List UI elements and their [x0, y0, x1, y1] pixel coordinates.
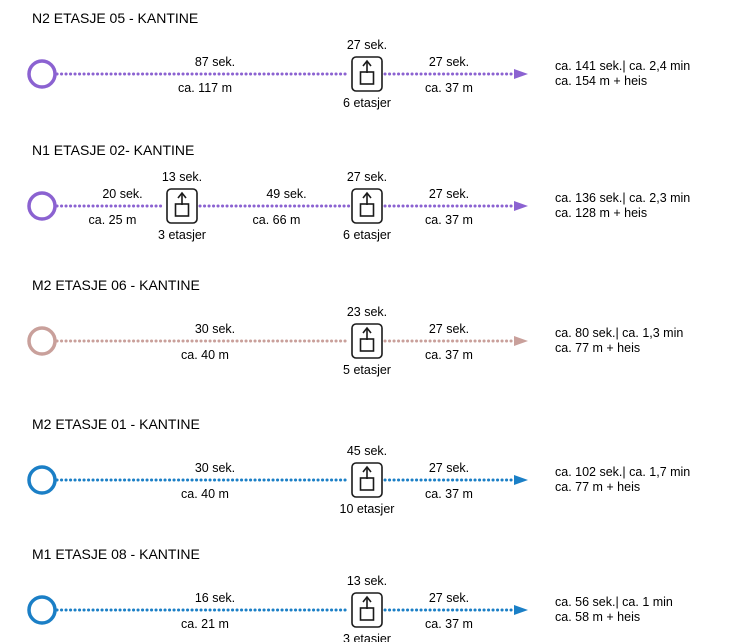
- segment-distance-label: ca. 40 m: [181, 487, 229, 501]
- segment-time-label: 27 sek.: [429, 591, 469, 605]
- segment-time-label: 30 sek.: [195, 322, 235, 336]
- segment-distance-label: ca. 37 m: [425, 81, 473, 95]
- summary-time-label: ca. 102 sek.| ca. 1,7 min: [555, 465, 690, 479]
- route-title: N1 ETASJE 02- KANTINE: [32, 142, 194, 158]
- elevator-up-icon: [351, 188, 383, 224]
- elevator-time-label: 27 sek.: [347, 170, 387, 184]
- segment-time-label: 27 sek.: [429, 55, 469, 69]
- start-circle-icon: [27, 465, 57, 495]
- arrow-head-icon: [514, 201, 528, 211]
- start-circle-icon: [27, 191, 57, 221]
- elevator-floors-label: 6 etasjer: [343, 96, 391, 110]
- elevator-up-icon: [351, 592, 383, 628]
- arrow-head-icon: [514, 605, 528, 615]
- elevator-floors-label: 6 etasjer: [343, 228, 391, 242]
- elevator-floors-label: 10 etasjer: [340, 502, 395, 516]
- segment-distance-label: ca. 37 m: [425, 617, 473, 631]
- start-circle-icon: [27, 59, 57, 89]
- route-title: N2 ETASJE 05 - KANTINE: [32, 10, 198, 26]
- route-row: N2 ETASJE 05 - KANTINE 87 sek. ca. 117 m 27…: [27, 10, 690, 110]
- route-row: N1 ETASJE 02- KANTINE 20 sek. ca. 25 m 49 s…: [27, 142, 690, 242]
- summary-time-label: ca. 136 sek.| ca. 2,3 min: [555, 191, 690, 205]
- route-title: M2 ETASJE 01 - KANTINE: [32, 416, 200, 432]
- elevator-up-icon: [351, 56, 383, 92]
- route-row: M2 ETASJE 01 - KANTINE 30 sek. ca. 40 m 27 …: [27, 416, 690, 516]
- route-title: M1 ETASJE 08 - KANTINE: [32, 546, 200, 562]
- start-circle-icon: [27, 595, 57, 625]
- segment-distance-label: ca. 117 m: [178, 81, 232, 95]
- segment-distance-label: ca. 40 m: [181, 348, 229, 362]
- segment-time-label: 30 sek.: [195, 461, 235, 475]
- segment-distance-label: ca. 21 m: [181, 617, 229, 631]
- segment-time-label: 27 sek.: [429, 461, 469, 475]
- elevator-floors-label: 3 etasjer: [343, 632, 391, 642]
- segment-time-label: 16 sek.: [195, 591, 235, 605]
- arrow-head-icon: [514, 69, 528, 79]
- summary-distance-label: ca. 58 m + heis: [555, 610, 640, 624]
- start-circle-icon: [27, 326, 57, 356]
- segment-time-label: 49 sek.: [266, 187, 306, 201]
- segment-distance-label: ca. 37 m: [425, 348, 473, 362]
- elevator-floors-label: 3 etasjer: [158, 228, 206, 242]
- segment-time-label: 27 sek.: [429, 187, 469, 201]
- segment-time-label: 87 sek.: [195, 55, 235, 69]
- route-title: M2 ETASJE 06 - KANTINE: [32, 277, 200, 293]
- segment-distance-label: ca. 66 m: [253, 213, 301, 227]
- summary-distance-label: ca. 128 m + heis: [555, 206, 647, 220]
- route-row: M2 ETASJE 06 - KANTINE 30 sek. ca. 40 m 27 …: [27, 277, 683, 377]
- elevator-time-label: 13 sek.: [162, 170, 202, 184]
- route-row: M1 ETASJE 08 - KANTINE 16 sek. ca. 21 m 27 …: [27, 546, 673, 642]
- segment-distance-label: ca. 25 m: [89, 213, 137, 227]
- elevator-up-icon: [351, 323, 383, 359]
- segment-distance-label: ca. 37 m: [425, 487, 473, 501]
- summary-time-label: ca. 56 sek.| ca. 1 min: [555, 595, 673, 609]
- elevator-time-label: 45 sek.: [347, 444, 387, 458]
- elevator-floors-label: 5 etasjer: [343, 363, 391, 377]
- arrow-head-icon: [514, 475, 528, 485]
- summary-time-label: ca. 80 sek.| ca. 1,3 min: [555, 326, 683, 340]
- summary-time-label: ca. 141 sek.| ca. 2,4 min: [555, 59, 690, 73]
- elevator-time-label: 27 sek.: [347, 38, 387, 52]
- summary-distance-label: ca. 77 m + heis: [555, 480, 640, 494]
- arrow-head-icon: [514, 336, 528, 346]
- segment-time-label: 20 sek.: [102, 187, 142, 201]
- elevator-up-icon: [166, 188, 198, 224]
- segment-distance-label: ca. 37 m: [425, 213, 473, 227]
- elevator-time-label: 23 sek.: [347, 305, 387, 319]
- segment-time-label: 27 sek.: [429, 322, 469, 336]
- summary-distance-label: ca. 77 m + heis: [555, 341, 640, 355]
- elevator-up-icon: [351, 462, 383, 498]
- summary-distance-label: ca. 154 m + heis: [555, 74, 647, 88]
- elevator-time-label: 13 sek.: [347, 574, 387, 588]
